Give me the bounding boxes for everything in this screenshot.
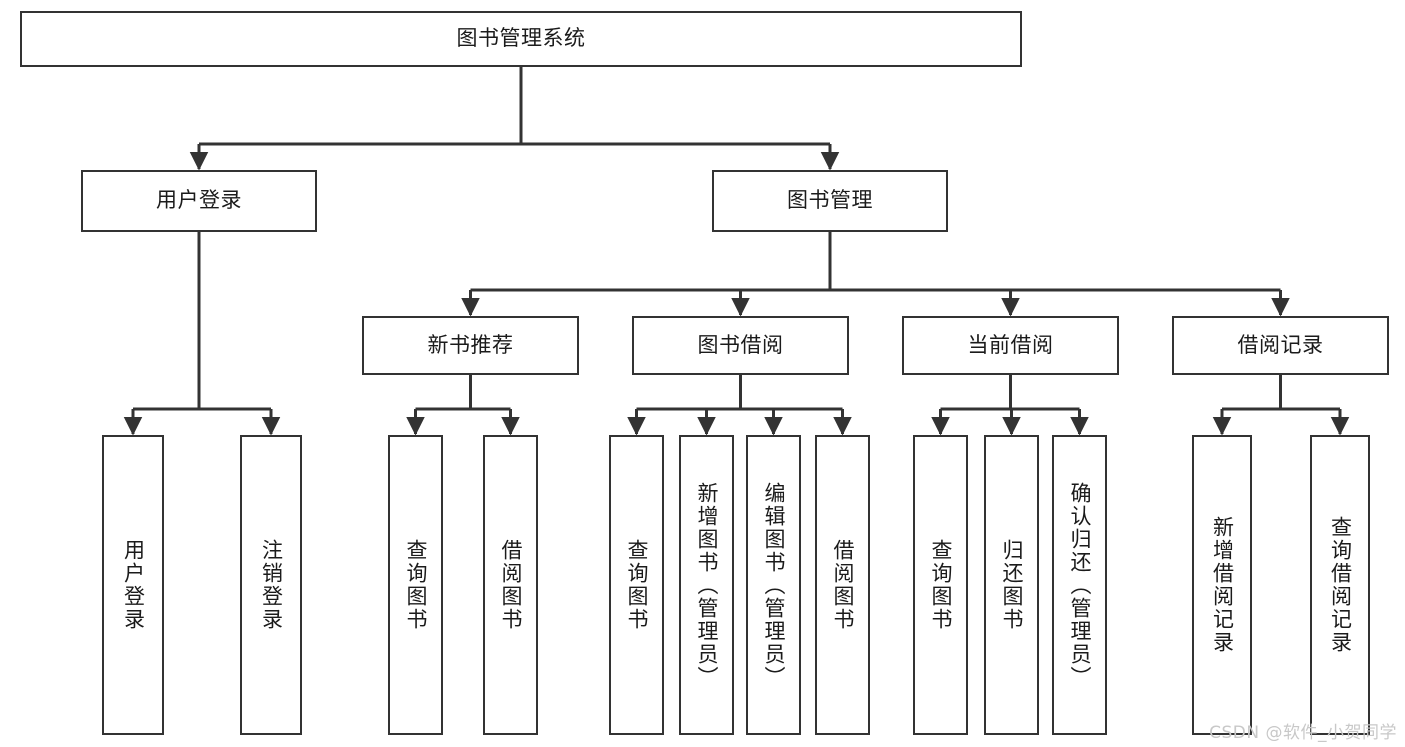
node-label: 查询图书 — [404, 539, 428, 631]
node-newrec[interactable]: 新书推荐 — [362, 316, 579, 375]
node-l7[interactable]: 编辑图书（管理员） — [746, 435, 801, 735]
node-label: 借阅图书 — [831, 539, 855, 631]
node-label: 借阅图书 — [499, 539, 523, 631]
node-label: 注销登录 — [259, 539, 284, 631]
node-label: 新增借阅记录 — [1210, 516, 1235, 654]
node-label: 查询图书 — [625, 539, 649, 631]
node-l11[interactable]: 确认归还（管理员） — [1052, 435, 1107, 735]
node-l5[interactable]: 查询图书 — [609, 435, 664, 735]
node-label: 确认归还（管理员） — [1068, 481, 1092, 689]
node-borrow[interactable]: 图书借阅 — [632, 316, 849, 375]
node-current[interactable]: 当前借阅 — [902, 316, 1119, 375]
watermark-text: CSDN @软件_小贺同学 — [1209, 723, 1397, 743]
node-label: 图书管理系统 — [456, 26, 586, 51]
node-bookmgmt[interactable]: 图书管理 — [712, 170, 948, 232]
node-l4[interactable]: 借阅图书 — [483, 435, 538, 735]
node-l8[interactable]: 借阅图书 — [815, 435, 870, 735]
node-l3[interactable]: 查询图书 — [388, 435, 443, 735]
node-label: 用户登录 — [156, 188, 242, 213]
node-l10[interactable]: 归还图书 — [984, 435, 1039, 735]
node-l1[interactable]: 用户登录 — [102, 435, 164, 735]
node-label: 查询图书 — [929, 539, 953, 631]
node-label: 新书推荐 — [427, 332, 514, 357]
node-label: 用户登录 — [121, 539, 146, 631]
node-login[interactable]: 用户登录 — [81, 170, 317, 232]
node-l2[interactable]: 注销登录 — [240, 435, 302, 735]
node-label: 图书管理 — [787, 188, 873, 213]
node-label: 新增图书（管理员） — [695, 481, 719, 689]
node-records[interactable]: 借阅记录 — [1172, 316, 1389, 375]
node-label: 编辑图书（管理员） — [762, 481, 786, 689]
node-l9[interactable]: 查询图书 — [913, 435, 968, 735]
node-label: 图书借阅 — [697, 332, 784, 357]
node-root[interactable]: 图书管理系统 — [20, 11, 1022, 67]
node-label: 查询借阅记录 — [1328, 516, 1353, 654]
node-l13[interactable]: 查询借阅记录 — [1310, 435, 1370, 735]
node-l12[interactable]: 新增借阅记录 — [1192, 435, 1252, 735]
node-label: 当前借阅 — [967, 332, 1054, 357]
node-label: 借阅记录 — [1237, 332, 1324, 357]
node-l6[interactable]: 新增图书（管理员） — [679, 435, 734, 735]
node-label: 归还图书 — [1000, 539, 1024, 631]
